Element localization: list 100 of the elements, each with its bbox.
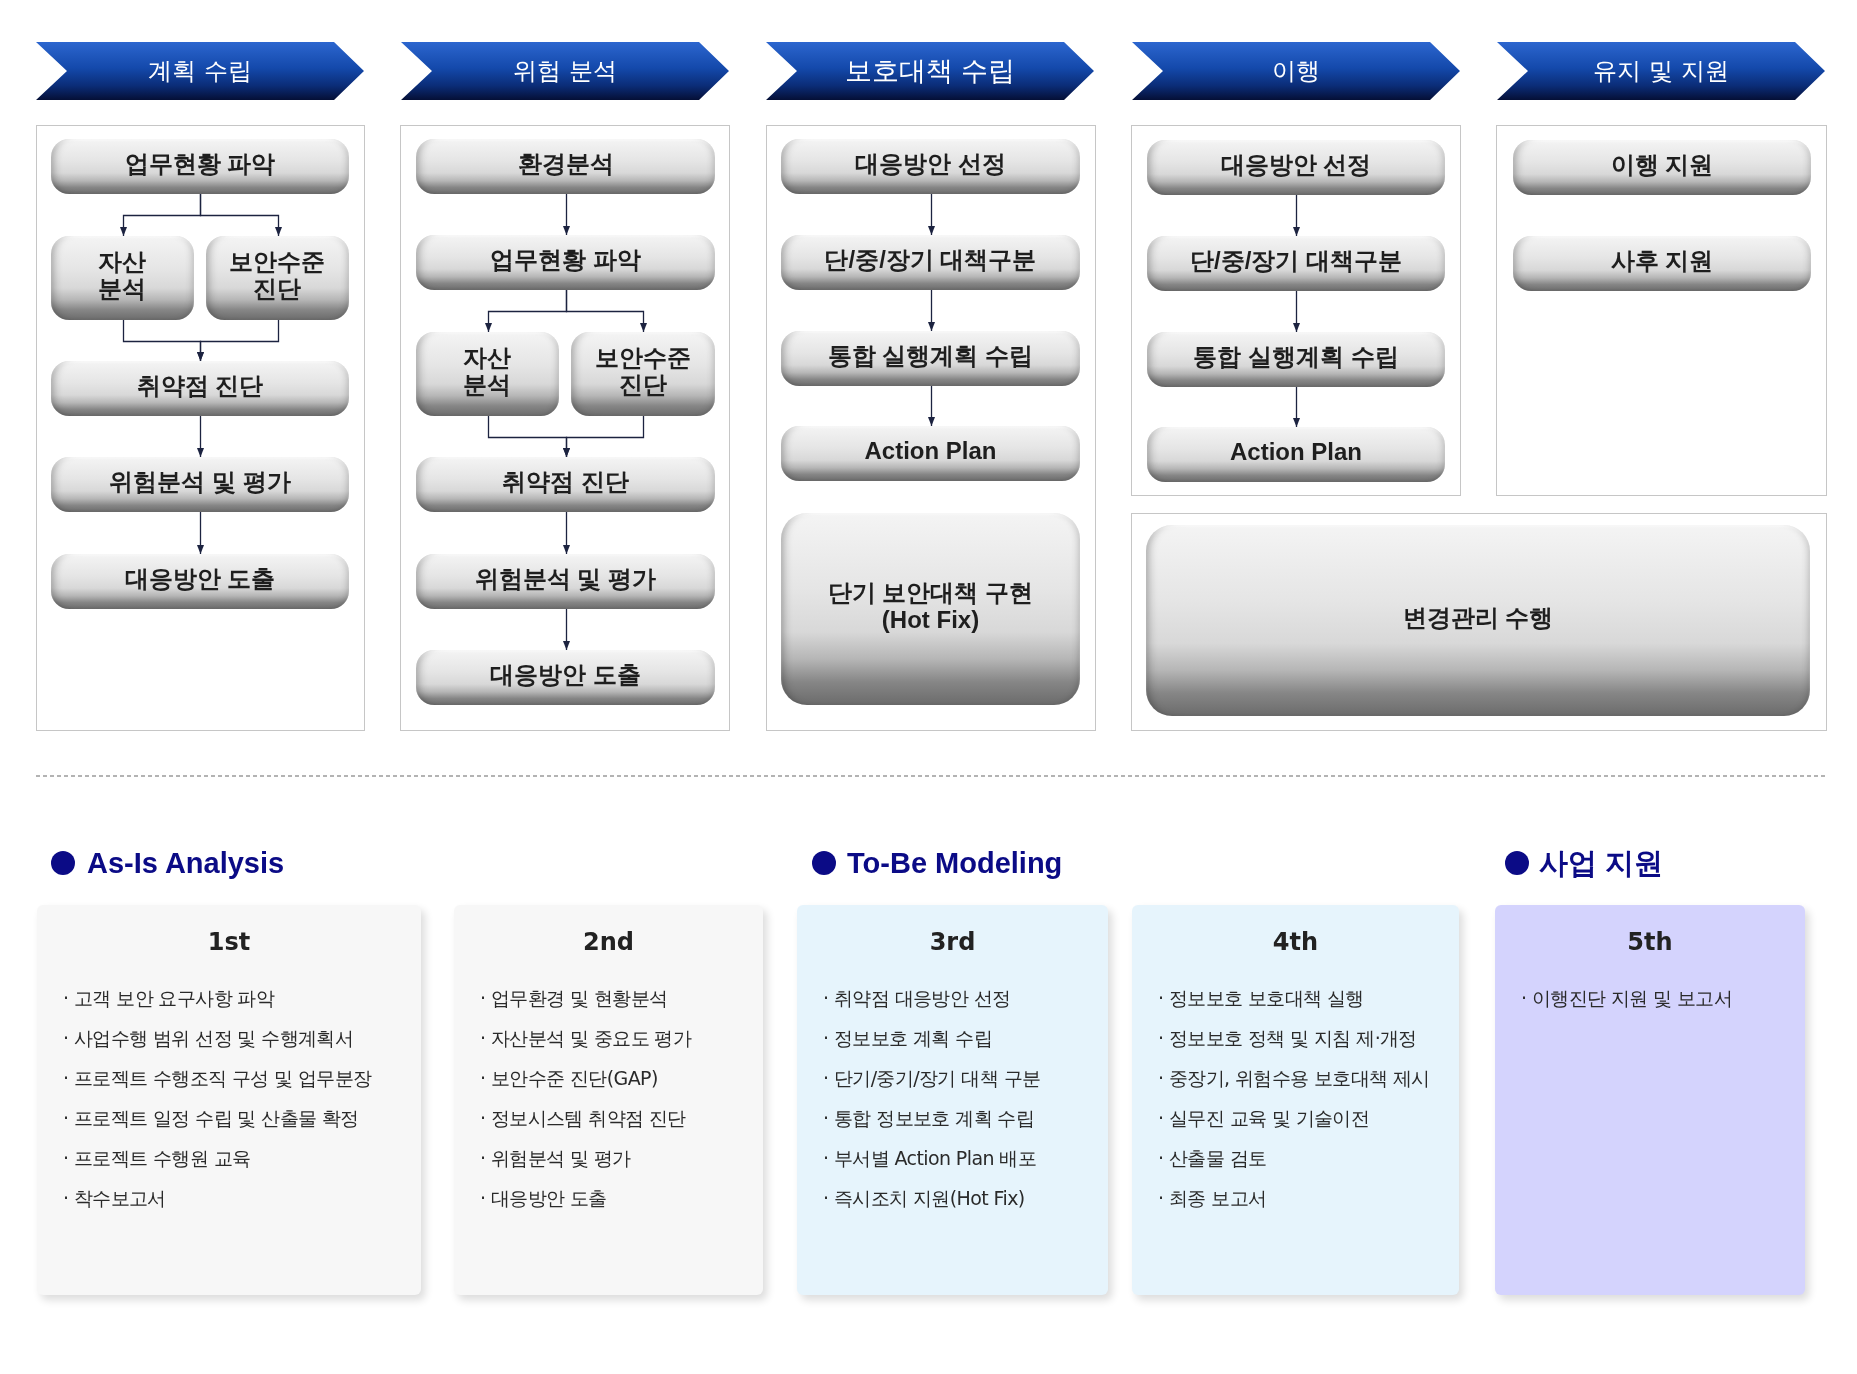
phase-card [37,905,421,1295]
list-item: · 최종 보고서 [1158,1186,1267,1210]
card-title: 1st [207,927,251,957]
list-item: · 부서별 Action Plan 배포 [823,1146,1037,1170]
list-item: · 고객 보안 요구사항 파악 [63,986,275,1010]
process-box [781,235,1080,290]
step-label: 대응방안 도출 [490,662,641,689]
step-label: Action Plan [864,438,997,465]
list-item: · 정보보호 보호대책 실행 [1158,986,1364,1010]
step-label: 사후 지원 [1610,248,1714,275]
chevron-banner [401,42,729,100]
phase-card [1495,905,1805,1295]
arrow [928,289,935,332]
phase-card [1132,905,1459,1295]
list-item: · 사업수행 범위 선정 및 수행계획서 [63,1026,354,1050]
step-label: 대응방안 도출 [124,566,276,593]
step-label: 통합 실행계획 수립 [827,343,1034,370]
process-box [1147,427,1445,482]
step-label: 자산 분석 [97,249,148,303]
section-heading: 사업 지원 [1539,846,1664,880]
process-box [416,139,715,194]
list-item: · 이행진단 지원 및 보고서 [1521,986,1733,1010]
list-item: · 산출물 검토 [1158,1146,1267,1170]
phase-title: 이행 [1272,56,1320,86]
process-box [1147,140,1445,195]
process-box [781,513,1080,705]
list-item: · 단기/중기/장기 대책 구분 [823,1066,1041,1090]
chevron-banner [1497,42,1825,100]
list-item: · 프로젝트 수행조직 구성 및 업무분장 [63,1066,372,1090]
step-label: 위험분석 및 평가 [474,566,657,593]
list-item: · 착수보고서 [63,1186,166,1210]
phase-title: 보호대책 수립 [844,54,1016,88]
process-box [416,457,715,512]
phase-card [454,905,763,1295]
process-box [781,426,1080,481]
list-item: · 중장기, 위험수용 보호대책 제시 [1158,1066,1430,1090]
list-item: · 위험분석 및 평가 [480,1146,631,1170]
process-box [416,554,715,609]
chevron-banner [766,42,1094,100]
step-label: 업무현황 파악 [124,151,276,178]
arrow [928,193,935,236]
step-label: 보안수준 진단 [228,249,327,303]
step-label: 취약점 진단 [502,469,629,496]
process-box [781,139,1080,194]
phase-title: 유지 및 지원 [1593,56,1729,86]
section-heading: To-Be Modeling [847,846,1063,880]
process-box [1513,140,1811,195]
process-box [416,235,715,290]
step-label: 위험분석 및 평가 [109,469,291,496]
chevron-banner [1132,42,1460,100]
arrow [1293,194,1300,237]
step-label: 대응방안 선정 [855,151,1006,178]
step-label: 자산 분석 [462,345,513,399]
step-label: 단기 보안대책 구현 (Hot Fix) [826,580,1035,634]
step-label: 단/중/장기 대책구분 [824,247,1037,274]
step-label: 이행 지원 [1610,152,1714,179]
step-label: 업무현황 파악 [490,247,641,274]
chevron-banner [36,42,364,100]
list-item: · 정보보호 정책 및 지침 제·개정 [1158,1026,1417,1050]
list-item: · 정보시스템 취약점 진단 [480,1106,686,1130]
phase-panel [36,125,365,731]
phase-panel [400,125,730,731]
process-box [51,554,349,609]
list-item: · 취약점 대응방안 선정 [823,986,1011,1010]
step-label: Action Plan [1230,439,1362,466]
phase-card [797,905,1108,1295]
process-box [571,332,715,416]
list-item: · 실무진 교육 및 기술이전 [1158,1106,1370,1130]
list-item: · 프로젝트 일정 수립 및 산출물 확정 [63,1106,359,1130]
process-box [781,331,1080,386]
section-heading: As-Is Analysis [87,846,285,880]
step-label: 변경관리 수행 [1402,605,1554,632]
step-label: 단/중/장기 대책구분 [1190,248,1402,275]
phase-title: 계획 수립 [148,56,252,86]
process-box [1513,236,1811,291]
arrow [928,385,935,427]
phase-panel [1131,513,1827,731]
list-item: · 자산분석 및 중요도 평가 [480,1026,692,1050]
card-title: 2nd [583,927,634,957]
list-item: · 업무환경 및 현황분석 [480,986,668,1010]
list-item: · 정보보호 계획 수립 [823,1026,992,1050]
process-box [1147,332,1445,387]
arrow [565,289,647,333]
phase-panel [1131,125,1461,496]
step-label: 취약점 진단 [136,373,264,400]
process-box [1146,525,1810,716]
process-box [51,236,194,320]
list-item: · 프로젝트 수행원 교육 [63,1146,251,1170]
phase-title: 위험 분석 [513,56,617,86]
arrow [199,193,282,237]
card-title: 5th [1627,927,1673,957]
arrow [1293,290,1300,333]
list-item: · 보안수준 진단(GAP) [480,1066,658,1090]
list-item: · 즉시조치 지원(Hot Fix) [823,1186,1025,1210]
process-box [416,332,559,416]
card-title: 3rd [929,927,976,957]
process-box [51,139,349,194]
arrow [563,608,570,651]
process-box [51,361,349,416]
step-label: 통합 실행계획 수립 [1193,344,1399,371]
